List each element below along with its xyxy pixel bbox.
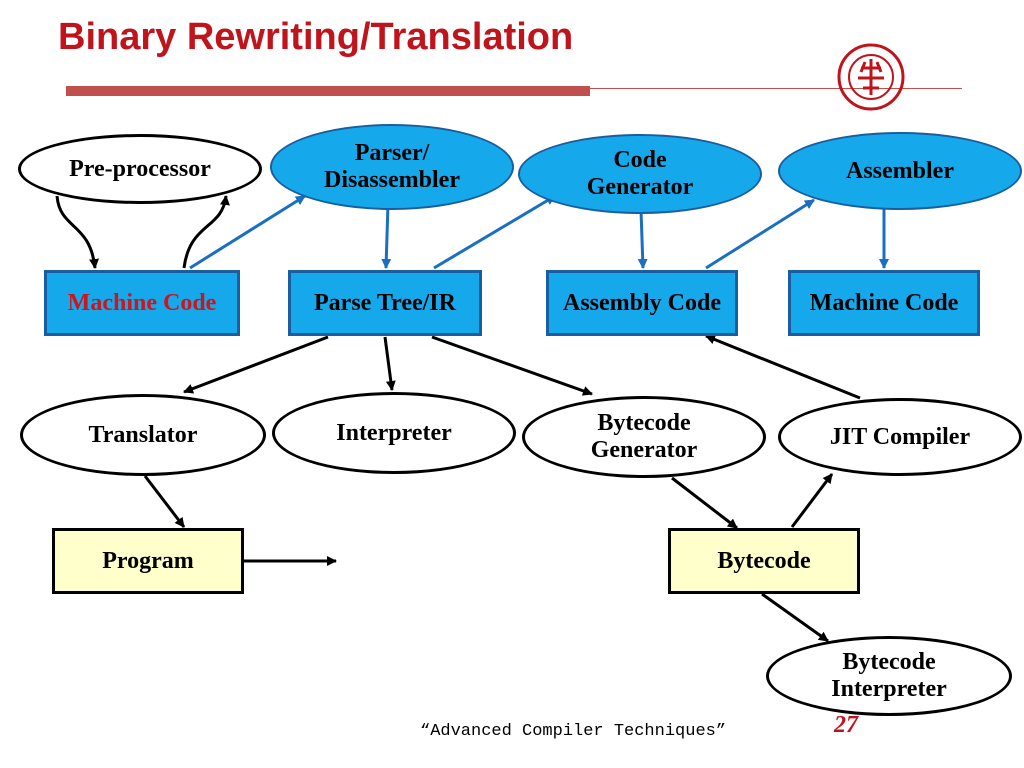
edge-bytecode-to-bytecode-interpreter — [761, 592, 829, 643]
edge-parser-to-parse-tree — [381, 203, 392, 269]
node-interpreter: Interpreter — [272, 392, 516, 474]
edge-bytecode-to-jit — [790, 473, 834, 528]
edge-translator-to-program — [143, 475, 186, 528]
node-assembly-code: Assembly Code — [546, 270, 738, 336]
title-underline-thick — [66, 86, 590, 96]
node-code-generator: Code Generator — [518, 134, 762, 214]
peking-university-seal-icon — [837, 43, 905, 111]
footer-course-title: “Advanced Compiler Techniques” — [420, 722, 727, 741]
node-program: Program — [52, 528, 244, 594]
edge-assembly-to-assembler — [705, 198, 815, 270]
node-bytecode-generator: Bytecode Generator — [522, 396, 766, 478]
node-machine-code-input: Machine Code — [44, 270, 240, 336]
node-bytecode: Bytecode — [668, 528, 860, 594]
edge-parse-tree-to-interpreter — [383, 336, 396, 391]
edge-preprocessor-to-machine-code — [55, 195, 99, 269]
node-translator: Translator — [20, 394, 266, 476]
node-parser-disassembler: Parser/ Disassembler — [270, 124, 514, 210]
edge-machine-code-to-preprocessor — [182, 195, 230, 269]
edge-parse-tree-to-code-generator — [433, 194, 556, 270]
edge-code-generator-to-assembly — [637, 209, 648, 269]
edge-parse-tree-to-translator — [183, 335, 329, 394]
title-underline-thin — [590, 88, 962, 89]
slide-title: Binary Rewriting/Translation — [58, 16, 574, 58]
page-number: 27 — [834, 712, 858, 738]
edge-parse-tree-to-bytecode-generator — [431, 335, 593, 396]
node-assembler: Assembler — [778, 132, 1022, 210]
edge-jit-to-assembly — [705, 334, 861, 400]
node-parse-tree-ir: Parse Tree/IR — [288, 270, 482, 336]
edge-bytecode-generator-to-bytecode — [671, 476, 738, 530]
node-preprocessor: Pre-processor — [18, 134, 262, 204]
node-machine-code-output: Machine Code — [788, 270, 980, 336]
node-jit-compiler: JIT Compiler — [778, 398, 1022, 476]
edge-machine-code-to-parser — [189, 194, 306, 270]
node-bytecode-interpreter: Bytecode Interpreter — [766, 636, 1012, 716]
